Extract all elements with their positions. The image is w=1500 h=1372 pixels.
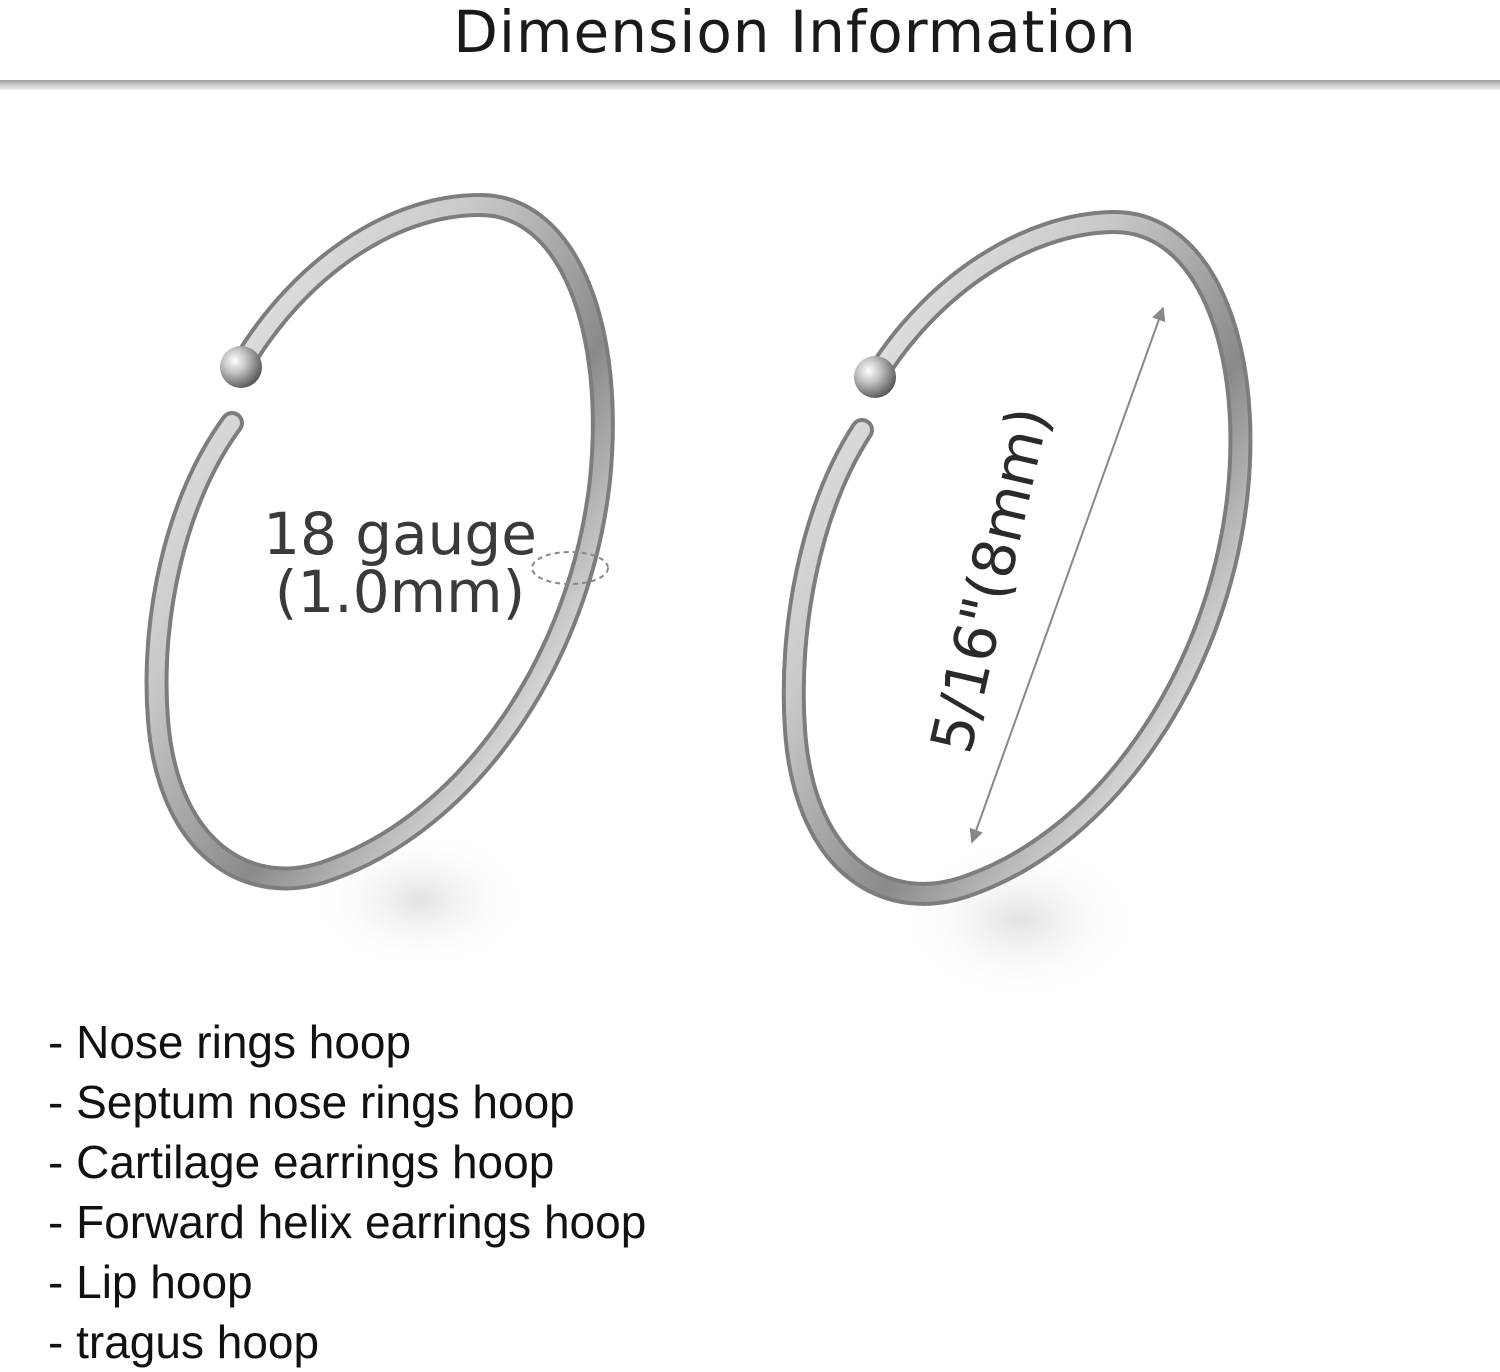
list-item: Cartilage earrings hoop [48, 1132, 646, 1192]
list-item: tragus hoop [48, 1312, 646, 1372]
list-item: Nose rings hoop [48, 1012, 646, 1072]
title-divider [0, 80, 1500, 90]
ring-left [144, 192, 615, 891]
diameter-arrow [969, 306, 1166, 844]
ring-ball-left [220, 346, 262, 388]
gauge-label: 18 gauge (1.0mm) [240, 505, 560, 621]
gauge-label-line2: (1.0mm) [274, 558, 526, 626]
gauge-marker [531, 551, 609, 585]
uses-list: Nose rings hoop Septum nose rings hoop C… [48, 1012, 646, 1372]
list-item: Lip hoop [48, 1252, 646, 1312]
page-title: Dimension Information [453, 0, 1137, 66]
ring-reflection-left [310, 830, 530, 970]
list-item: Septum nose rings hoop [48, 1072, 646, 1132]
list-item: Forward helix earrings hoop [48, 1192, 646, 1252]
ring-ball-right [854, 356, 896, 398]
gauge-label-line1: 18 gauge [263, 500, 537, 568]
